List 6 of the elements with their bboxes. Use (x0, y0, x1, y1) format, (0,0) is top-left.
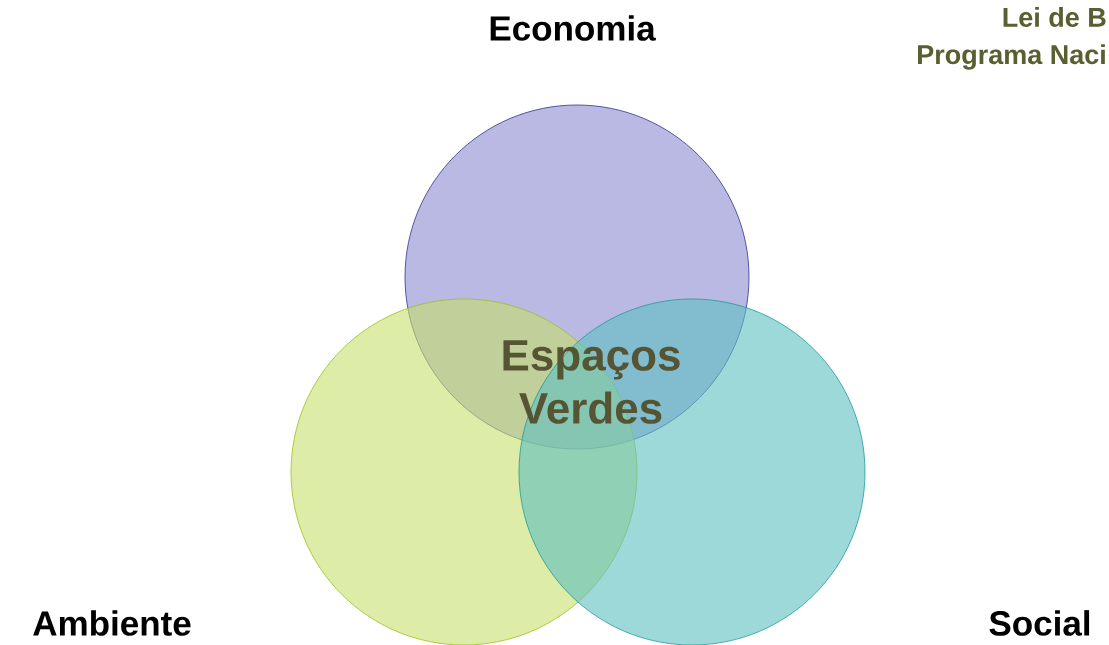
heading-text: Lei de B (1003, 7, 1106, 27)
category-label: Ambiente (33, 610, 191, 636)
category-label: Social (989, 610, 1090, 636)
center-label: Espaços Verdes (503, 340, 680, 424)
category-label: Economia (490, 15, 656, 41)
heading-text: Programa Naci (918, 44, 1105, 70)
